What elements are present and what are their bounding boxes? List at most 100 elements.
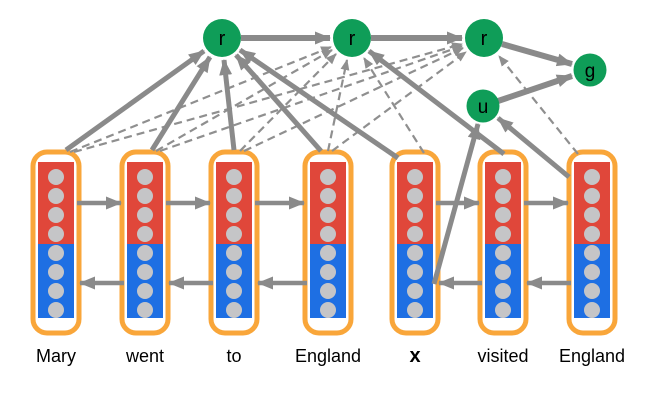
column-england	[566, 149, 618, 336]
arrow-doc2-to-r1	[149, 55, 213, 152]
node-label-r1: r	[219, 28, 226, 50]
node-circle-g	[573, 53, 607, 87]
hidden-unit-dot	[137, 169, 153, 185]
hidden-unit-dot	[584, 226, 600, 242]
dashed-arrow-doc4-to-r2	[326, 59, 350, 152]
arrow-u-to-g	[497, 73, 573, 104]
column-went	[119, 149, 171, 336]
computation-nodes: r r r u g	[203, 19, 607, 123]
dashed-arrow-doc3-to-r2	[239, 53, 337, 152]
hidden-unit-dot	[320, 245, 336, 261]
hidden-unit-dot	[226, 169, 242, 185]
hidden-unit-dot	[48, 207, 64, 223]
node-label-g: g	[585, 61, 596, 82]
hidden-unit-dot	[407, 264, 423, 280]
hidden-unit-dot	[407, 302, 423, 318]
hidden-unit-dot	[226, 264, 242, 280]
column-to	[208, 149, 260, 336]
hidden-unit-dot	[495, 169, 511, 185]
arrow-query1-to-r1	[238, 47, 400, 161]
hidden-unit-dot	[137, 226, 153, 242]
hidden-unit-dot	[48, 245, 64, 261]
dashed-arrow-doc1-to-r2	[69, 45, 332, 154]
dashed-arrow-query3-to-r3	[498, 55, 579, 155]
node-r2: r	[333, 19, 371, 57]
hidden-unit-dot	[584, 169, 600, 185]
hidden-unit-dot	[584, 207, 600, 223]
arrow-doc3-to-r1	[219, 59, 237, 151]
hidden-unit-dot	[226, 245, 242, 261]
column-england	[302, 149, 354, 336]
arrow-doc4-to-r1	[234, 53, 323, 153]
hidden-unit-dot	[495, 226, 511, 242]
hidden-unit-dot	[407, 283, 423, 299]
dashed-arrow-doc1-to-r3	[73, 42, 463, 154]
hidden-unit-dot	[320, 283, 336, 299]
hidden-unit-dot	[584, 245, 600, 261]
hidden-unit-dot	[48, 283, 64, 299]
node-u: u	[466, 89, 500, 123]
hidden-unit-dot	[320, 264, 336, 280]
hidden-unit-dot	[407, 245, 423, 261]
hidden-unit-dot	[495, 245, 511, 261]
hidden-unit-dot	[407, 188, 423, 204]
hidden-unit-dot	[584, 283, 600, 299]
hidden-unit-dot	[137, 207, 153, 223]
node-r1: r	[203, 19, 241, 57]
hidden-unit-dot	[320, 169, 336, 185]
dashed-arrow-doc3-to-r3	[243, 47, 464, 152]
hidden-unit-dot	[226, 283, 242, 299]
node-circle-r1	[203, 19, 241, 57]
node-r3: r	[465, 19, 503, 57]
arrow-query-fwd-to-u	[496, 116, 571, 179]
hidden-unit-dot	[226, 302, 242, 318]
hidden-unit-dot	[48, 264, 64, 280]
column-visited	[477, 149, 529, 336]
node-label-r2: r	[349, 28, 356, 50]
hidden-unit-dot	[137, 283, 153, 299]
column-x	[389, 149, 441, 336]
token-label-visited: visited	[477, 346, 528, 366]
node-label-u: u	[478, 97, 489, 118]
hidden-unit-dot	[495, 302, 511, 318]
token-label-went: went	[125, 346, 164, 366]
token-label-x: x	[409, 345, 420, 367]
arrow-doc1-to-r1	[64, 48, 206, 153]
hidden-unit-dot	[137, 264, 153, 280]
hidden-unit-dot	[137, 245, 153, 261]
dashed-arrow-query1-to-r2	[363, 57, 425, 154]
arrow-r3-to-g	[501, 41, 573, 67]
hidden-unit-dot	[584, 188, 600, 204]
hidden-unit-dot	[495, 283, 511, 299]
hidden-unit-dot	[137, 302, 153, 318]
hidden-unit-dot	[48, 169, 64, 185]
hidden-unit-dot	[495, 264, 511, 280]
solid-arrows	[64, 31, 573, 290]
hidden-unit-dot	[226, 226, 242, 242]
dashed-arrow-doc2-to-r2	[155, 49, 333, 152]
hidden-unit-dot	[320, 188, 336, 204]
hidden-unit-dot	[407, 169, 423, 185]
token-label-to: to	[226, 346, 241, 366]
node-g: g	[573, 53, 607, 87]
hidden-unit-dot	[495, 188, 511, 204]
hidden-unit-dot	[407, 226, 423, 242]
token-label-mary: Mary	[36, 346, 76, 366]
hidden-unit-dot	[320, 226, 336, 242]
node-label-r3: r	[481, 28, 488, 50]
hidden-unit-dot	[320, 302, 336, 318]
node-circle-r3	[465, 19, 503, 57]
hidden-unit-dot	[495, 207, 511, 223]
dashed-arrow-doc4-to-r3	[331, 51, 467, 152]
hidden-unit-dot	[226, 188, 242, 204]
hidden-unit-dot	[584, 264, 600, 280]
hidden-unit-dot	[137, 188, 153, 204]
column-mary	[30, 149, 82, 336]
hidden-unit-dot	[320, 207, 336, 223]
token-label-england: England	[295, 346, 361, 366]
node-circle-r2	[333, 19, 371, 57]
bilstm-token-columns	[30, 149, 618, 336]
